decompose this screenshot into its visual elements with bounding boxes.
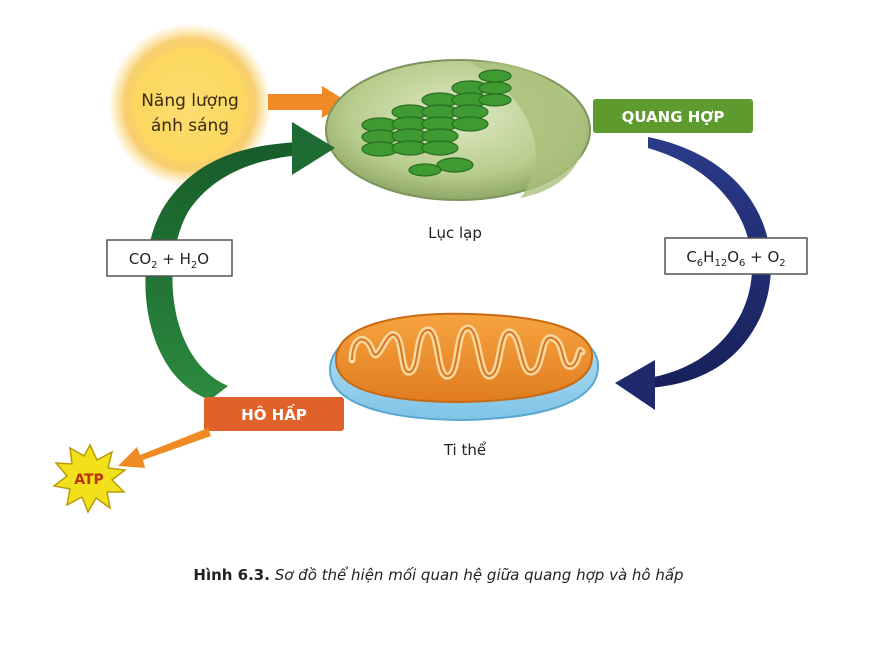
right-arrow-icon: [615, 137, 771, 410]
mitochondria-icon: [328, 312, 600, 422]
caption-label: Hình 6.3.: [193, 566, 270, 584]
left-arrow-icon: [145, 122, 335, 400]
photosynthesis-respiration-diagram: Năng lượng ánh sáng Lục lạp QUANG HỢP C6…: [52, 23, 808, 514]
atp-starburst-icon: [52, 443, 127, 514]
light-label-line1: Năng lượng: [141, 91, 239, 111]
chloroplast-label: Lục lạp: [428, 224, 482, 242]
light-label-line2: ánh sáng: [151, 116, 229, 136]
photosynthesis-label: QUANG HỢP: [622, 108, 725, 126]
atp-label: ATP: [74, 472, 104, 488]
reactants-formula: CO2 + H2O: [129, 250, 209, 271]
photosynthesis-box: [593, 99, 753, 133]
products-formula: C6H12O6 + O2: [686, 248, 785, 269]
respiration-box: [204, 397, 344, 431]
caption-text: Sơ đồ thể hiện mối quan hệ giữa quang hợ…: [269, 566, 684, 584]
respiration-label: HÔ HẤP: [241, 403, 307, 424]
atp-arrow-icon: [118, 428, 211, 468]
chloroplast-icon: [325, 59, 591, 201]
light-arrow-icon: [268, 86, 348, 118]
sun-icon: [108, 23, 272, 187]
reactants-box: [106, 239, 233, 277]
products-box: [664, 237, 808, 275]
mitochondria-label: Ti thể: [443, 441, 487, 459]
figure-caption: Hình 6.3. Sơ đồ thể hiện mối quan hệ giữ…: [0, 566, 877, 584]
